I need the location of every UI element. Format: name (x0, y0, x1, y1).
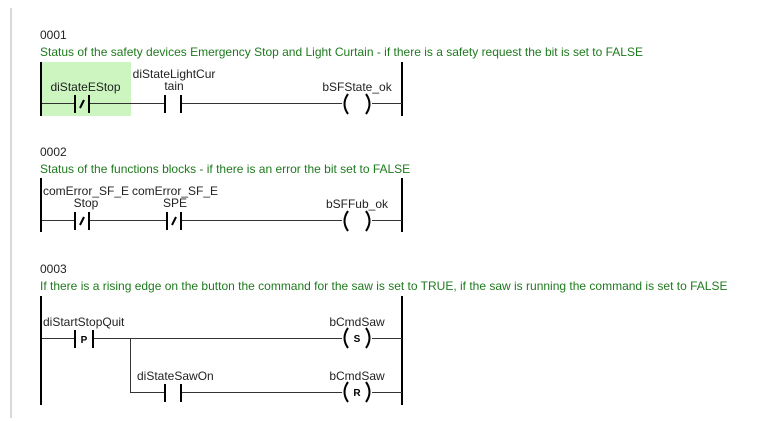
right-power-rail (401, 296, 403, 405)
reset-coil[interactable]: R (340, 381, 374, 403)
right-power-rail (401, 62, 403, 116)
svg-text:P: P (81, 335, 88, 346)
wire (372, 220, 402, 221)
wire (90, 220, 166, 221)
coil-label[interactable]: bSFFub_ok (325, 197, 389, 211)
svg-text:S: S (354, 334, 361, 345)
wire (42, 103, 74, 104)
rung-comment[interactable]: Status of the safety devices Emergency S… (40, 45, 643, 59)
contact-label-line2: Stop (73, 196, 99, 210)
svg-text:R: R (353, 388, 361, 399)
selection-highlight (40, 62, 131, 116)
contact-label[interactable]: comError_SF_E SPE (130, 185, 220, 209)
wire (42, 220, 74, 221)
normal-contact[interactable] (164, 384, 182, 402)
wire (372, 392, 402, 393)
parallel-branch (130, 338, 131, 393)
wire (94, 338, 342, 339)
rising-edge-contact[interactable]: P (74, 330, 94, 348)
wire (182, 392, 342, 393)
contact-label[interactable]: diStateLightCur tain (126, 68, 222, 92)
coil-label[interactable]: bSFState_ok (322, 80, 392, 94)
wire (42, 338, 74, 339)
contact-label-line2: SPE (162, 196, 187, 210)
right-power-rail (401, 178, 403, 232)
coil[interactable] (340, 93, 374, 115)
contact-label-line1: comError_SF_E (131, 184, 219, 198)
contact-label-line1: diStateLightCur (132, 67, 216, 81)
negated-contact[interactable] (74, 212, 90, 230)
rung-comment[interactable]: If there is a rising edge on the button … (40, 279, 728, 293)
wire (130, 392, 164, 393)
rung-comment[interactable]: Status of the functions blocks - if ther… (40, 162, 411, 176)
coil-label[interactable]: bCmdSaw (329, 315, 385, 329)
rung-number: 0001 (40, 28, 67, 42)
coil[interactable] (340, 210, 374, 232)
wire (182, 220, 342, 221)
contact-label-line1: comError_SF_E (42, 184, 130, 198)
normal-contact[interactable] (164, 95, 182, 113)
wire (182, 103, 342, 104)
contact-label[interactable]: comError_SF_E Stop (42, 185, 130, 209)
contact-label[interactable]: diStateSawOn (137, 369, 214, 383)
set-coil[interactable]: S (340, 327, 374, 349)
contact-label[interactable]: diStateEStop (50, 80, 121, 94)
negated-contact[interactable] (74, 95, 90, 113)
left-power-rail (40, 296, 42, 405)
wire (90, 103, 166, 104)
coil-label[interactable]: bCmdSaw (329, 369, 385, 383)
wire (372, 103, 402, 104)
left-power-rail (40, 178, 42, 232)
negated-contact[interactable] (166, 212, 182, 230)
rung-number: 0002 (40, 145, 67, 159)
left-power-rail (40, 62, 42, 116)
editor-gutter (10, 8, 12, 418)
rung-number: 0003 (40, 262, 67, 276)
contact-label[interactable]: diStartStopQuit (43, 315, 125, 329)
wire (372, 338, 402, 339)
contact-label-line2: tain (164, 79, 184, 93)
